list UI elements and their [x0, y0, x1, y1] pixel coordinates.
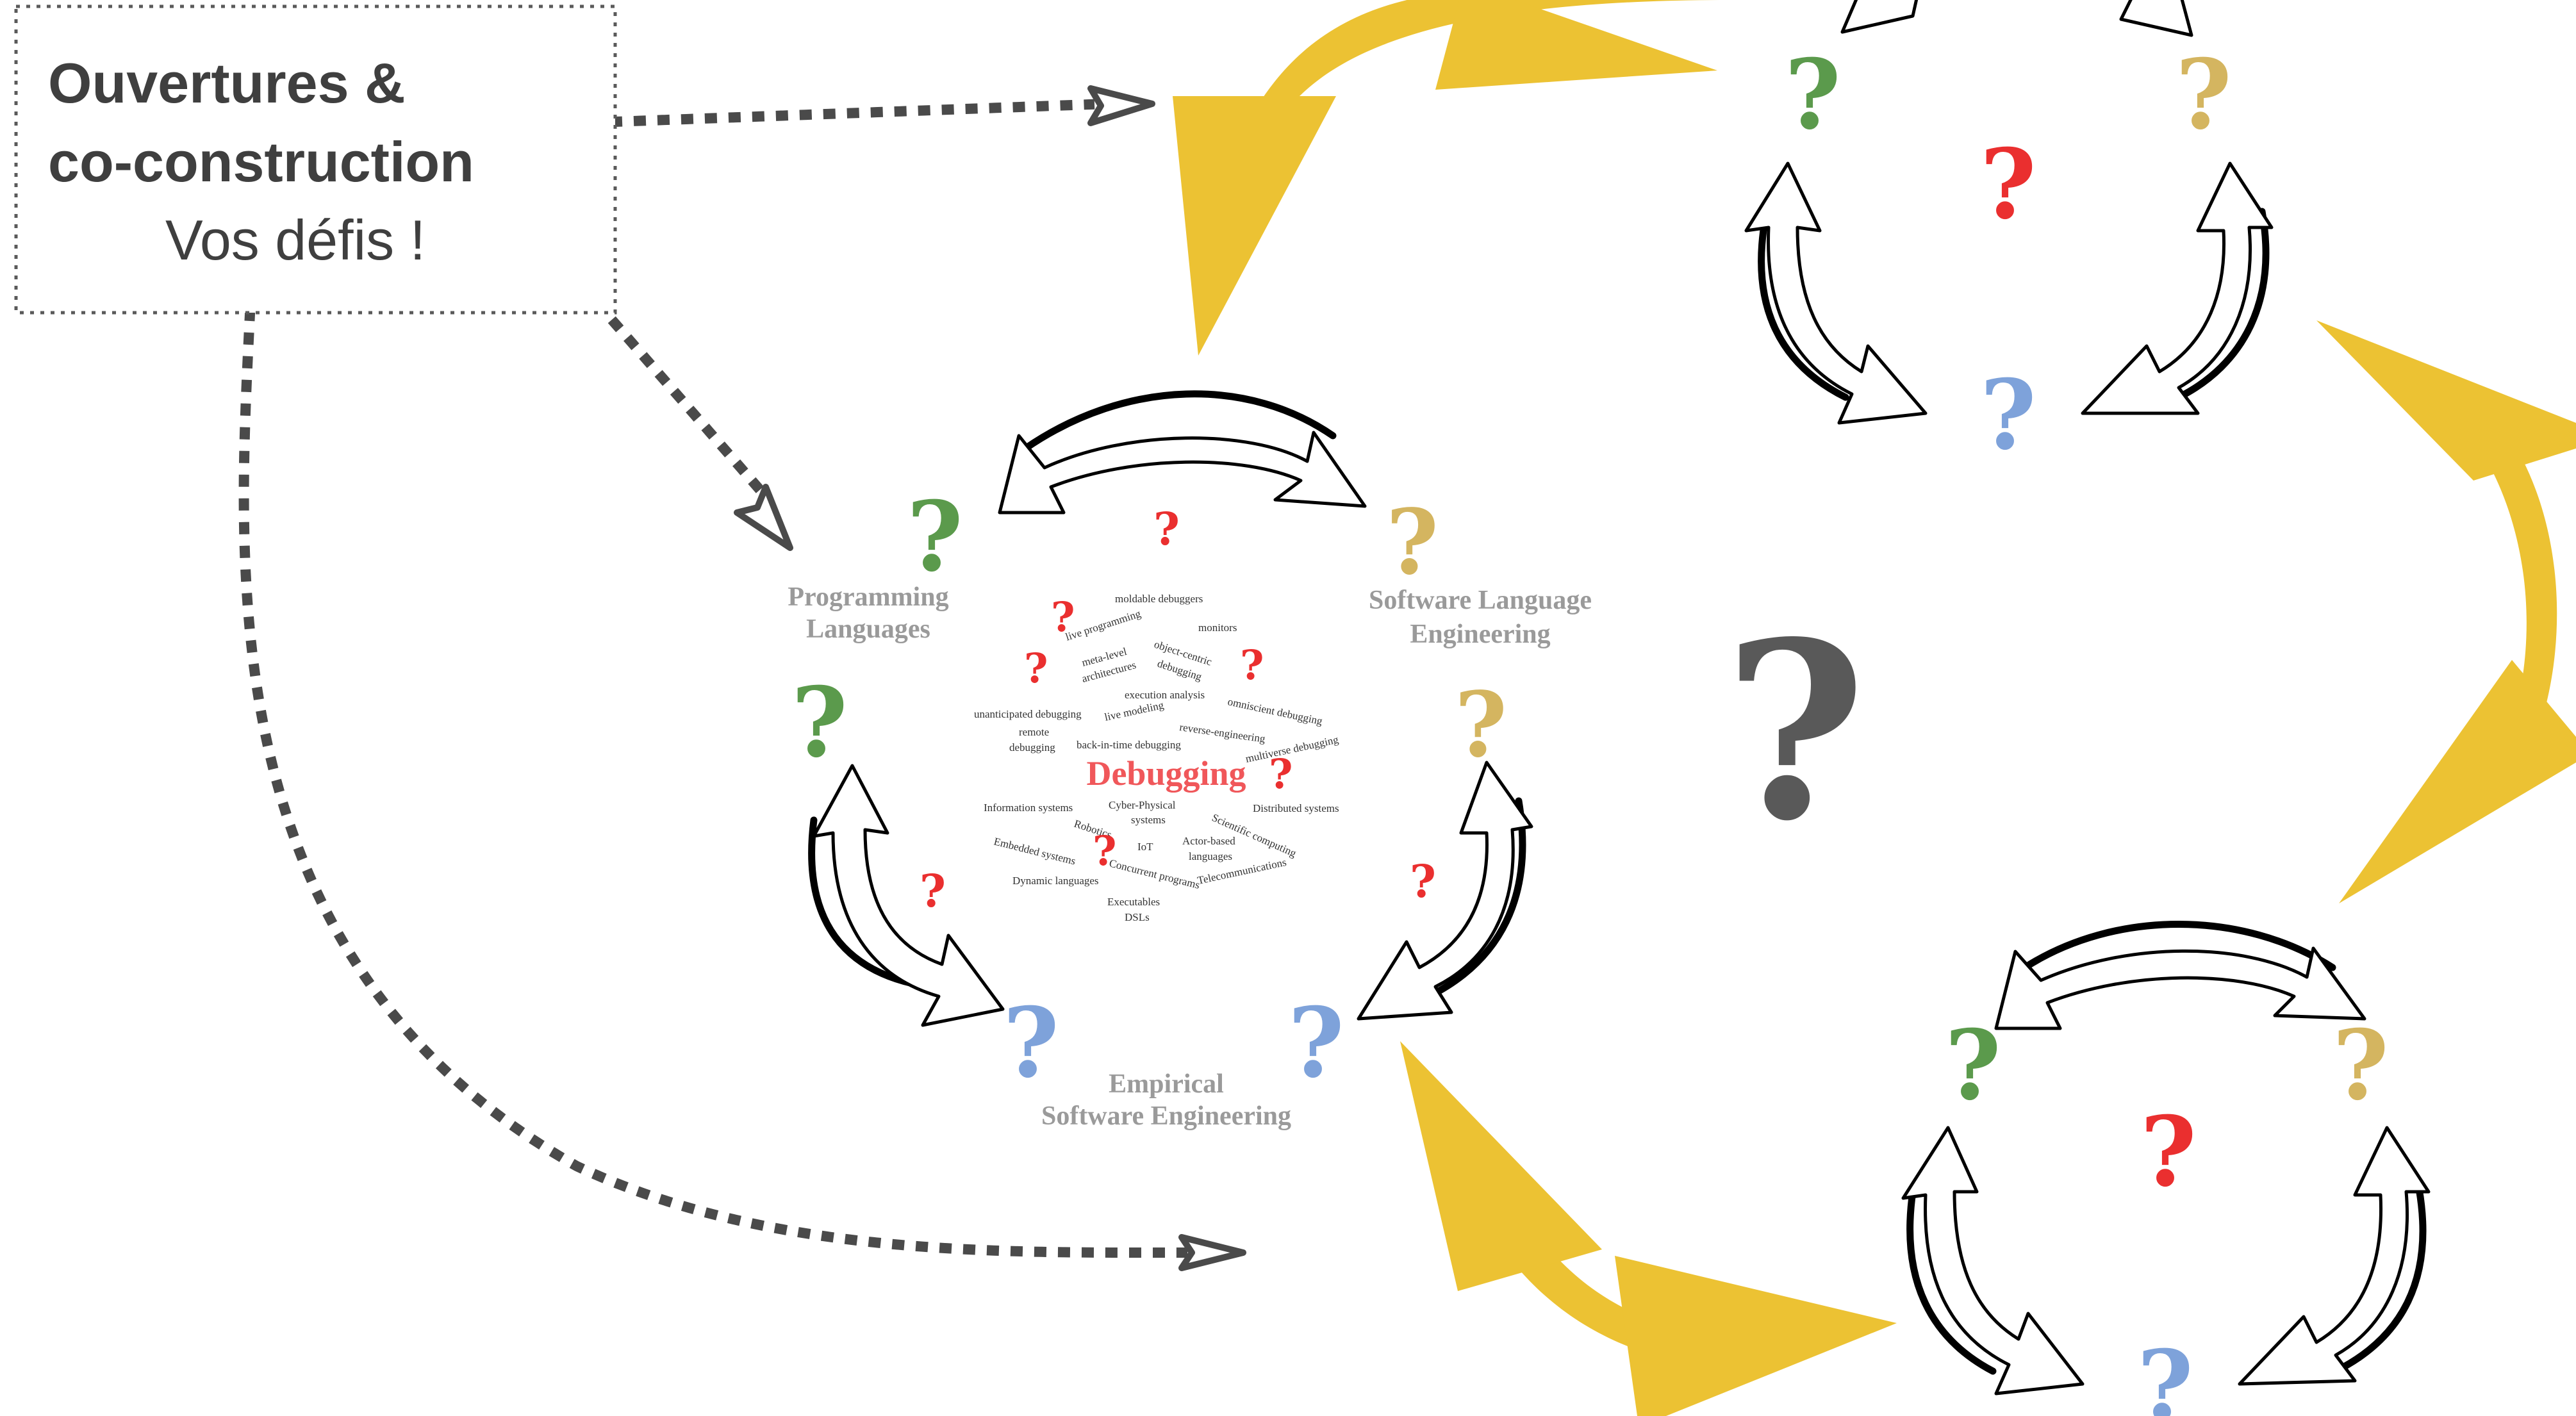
- dotted-arrow-head-top: [1087, 85, 1155, 126]
- dotted-arrow-top: [609, 99, 1095, 128]
- cloud-q-red: ?: [1024, 645, 1048, 693]
- tr-q-green: ?: [1785, 38, 1841, 151]
- label-programming-languages-2: Languages: [806, 614, 930, 644]
- br-q-red: ?: [2140, 1096, 2197, 1208]
- label-empirical-2: Software Engineering: [1041, 1101, 1291, 1131]
- tr-right-arc: [2175, 208, 2270, 401]
- cloud-word: live modeling: [1103, 699, 1165, 723]
- center-top-arc: [1021, 390, 1337, 452]
- cloud-word: Concurrent programs: [1108, 857, 1201, 891]
- label-programming-languages-1: Programming: [788, 582, 948, 612]
- cloud-word: Actor-based: [1182, 835, 1235, 847]
- cloud-word: unanticipated debugging: [974, 708, 1082, 720]
- br-left-arrow: [1901, 1126, 2085, 1395]
- center-q-green-top: ?: [907, 481, 963, 593]
- center-q-red-right: ?: [1410, 855, 1436, 908]
- yellow-double-arrow-top: [1173, 0, 1730, 356]
- center-cycle: ? ? ? ? ? ? ? ? ? Programming Languages …: [788, 390, 1592, 1131]
- dotted-arrow-heads: [734, 85, 1246, 1271]
- cloud-word: moldable debuggers: [1115, 593, 1203, 605]
- cloud-center-word: Debugging: [1086, 754, 1246, 793]
- tr-top-right-arrowhead: [2119, 0, 2193, 37]
- br-left-arc: [1906, 1188, 1997, 1375]
- center-right-arrow: [1357, 761, 1533, 1021]
- dotted-arrow-head-middle: [734, 484, 793, 551]
- center-left-arrow: [812, 764, 1005, 1027]
- cloud-q-red: ?: [1240, 641, 1264, 689]
- cloud-word: languages: [1189, 850, 1232, 862]
- challenge-textbox: Ouvertures & co-construction Vos défis !: [14, 4, 617, 315]
- center-q-red-left: ?: [920, 864, 946, 918]
- br-top-arc: [2021, 921, 2336, 971]
- br-right-arrow: [2238, 1126, 2431, 1386]
- tr-left-arc: [1758, 214, 1849, 401]
- debugging-word-cloud: moldable debuggers monitors live program…: [974, 593, 1340, 923]
- cloud-word: monitors: [1198, 622, 1237, 634]
- tr-q-blue: ?: [1980, 359, 2036, 472]
- cloud-q-red: ?: [1051, 593, 1075, 641]
- cloud-word: reverse-engineering: [1178, 721, 1266, 745]
- center-q-red-top: ?: [1153, 502, 1180, 556]
- cloud-word: Executables: [1107, 896, 1160, 908]
- cloud-word: back-in-time debugging: [1077, 739, 1181, 751]
- cloud-word: remote: [1019, 726, 1049, 738]
- yellow-double-arrow-bottom: [1400, 1041, 1897, 1416]
- tr-q-red: ?: [1980, 128, 2036, 241]
- tr-right-arrow: [2081, 161, 2274, 415]
- center-q-blue-right: ?: [1288, 987, 1344, 1099]
- center-top-arrow: [998, 431, 1367, 515]
- br-q-gold: ?: [2332, 1009, 2389, 1122]
- bottom-right-cycle: ? ? ? ?: [1901, 921, 2431, 1416]
- label-sle-2: Engineering: [1410, 620, 1550, 649]
- cloud-q-red: ?: [1269, 750, 1293, 798]
- cloud-word: systems: [1131, 814, 1166, 826]
- dotted-arrow-middle: [607, 316, 773, 504]
- dotted-arrow-head-bottom: [1178, 1234, 1246, 1271]
- cloud-word: Cyber-Physical: [1109, 799, 1176, 811]
- center-q-gold-right: ?: [1455, 673, 1507, 778]
- cloud-word: debugging: [1009, 741, 1055, 753]
- tr-left-arrow: [1744, 161, 1928, 425]
- cloud-word: Embedded systems: [993, 835, 1077, 867]
- cloud-word: Dynamic languages: [1012, 875, 1099, 887]
- br-right-arc: [2332, 1185, 2427, 1375]
- yellow-double-arrow-right: [2316, 320, 2576, 903]
- cloud-word: IoT: [1137, 841, 1153, 853]
- tr-q-gold: ?: [2176, 38, 2232, 151]
- textbox-line-2: co-construction: [48, 130, 474, 193]
- cloud-word: DSLs: [1125, 911, 1150, 923]
- cloud-word: omniscient debugging: [1226, 695, 1324, 727]
- textbox-line-1: Ouvertures &: [48, 51, 406, 115]
- br-q-green: ?: [1945, 1009, 2001, 1122]
- br-q-blue: ?: [2137, 1330, 2193, 1416]
- dotted-arrows: [238, 99, 1188, 1258]
- label-empirical-1: Empirical: [1109, 1069, 1224, 1099]
- center-q-gold-top: ?: [1386, 490, 1439, 595]
- center-q-blue-left: ?: [1003, 987, 1059, 1099]
- cloud-word: execution analysis: [1125, 689, 1205, 701]
- textbox-line-3: Vos défis !: [165, 208, 425, 272]
- cloud-word: Distributed systems: [1253, 802, 1339, 814]
- big-gray-question-mark: ?: [1724, 588, 1867, 875]
- label-sle-1: Software Language: [1369, 586, 1592, 615]
- cloud-word: Information systems: [984, 802, 1073, 814]
- center-q-green-left: ?: [791, 666, 848, 779]
- cloud-word: live programming: [1064, 607, 1143, 643]
- top-right-cycle: ? ? ? ?: [1744, 0, 2274, 472]
- textbox-border: [14, 4, 617, 315]
- yellow-double-arrows: [1173, 0, 2576, 1416]
- br-top-arrow: [1994, 946, 2366, 1030]
- center-right-arc: [1425, 797, 1526, 1000]
- cloud-q-red: ?: [1093, 827, 1117, 875]
- tr-top-left-arrowhead: [1840, 0, 1919, 34]
